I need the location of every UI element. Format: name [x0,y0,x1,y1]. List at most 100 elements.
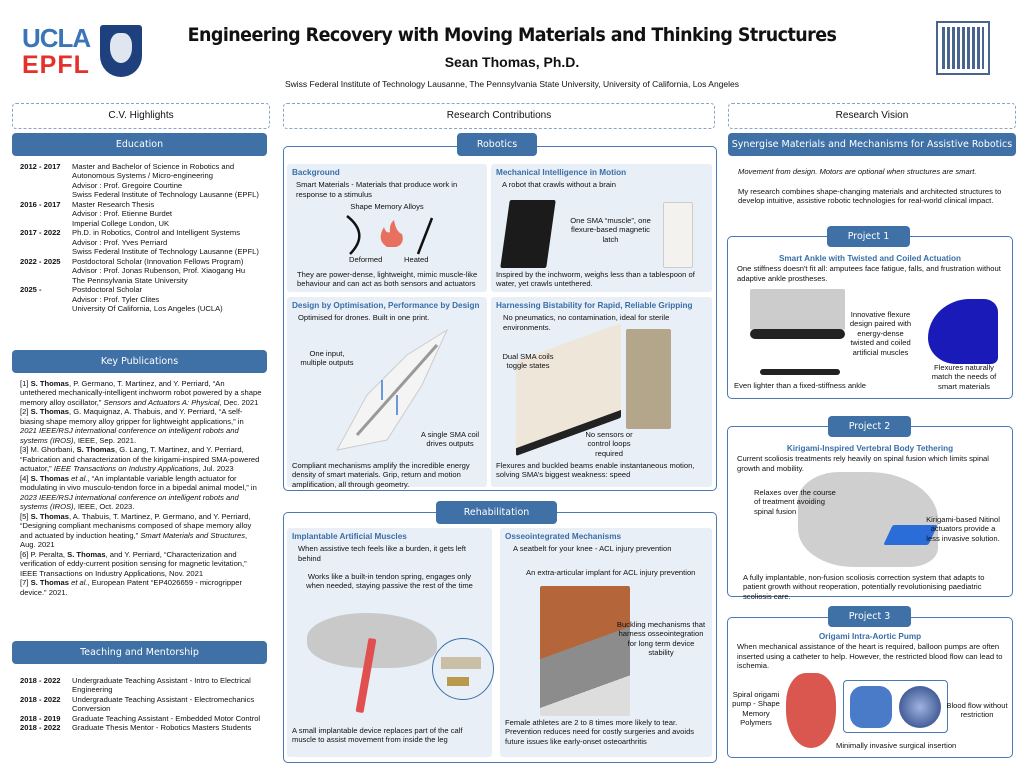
education-line: Ph.D. in Robotics, Control and Intellige… [72,228,240,238]
publication-item: [4] S. Thomas et al., “An implantable va… [20,474,262,512]
column-header-research-contributions: Research Contributions [283,103,715,129]
inchworm-robot-white-image [663,202,693,268]
teaching-text: Undergraduate Teaching Assistant - Intro… [72,676,251,695]
publication-segment: [6] P. Peralta, [20,549,68,559]
project-2-box: Kirigami-Inspired Vertebral Body Tetheri… [727,426,1013,601]
osseointegrated-panel: Osseointegrated Mechanisms A seatbelt fo… [500,528,712,757]
teaching-years: 2018 - 2022 [20,694,61,704]
publication-segment: [1] [20,379,31,388]
publication-segment: S. Thomas [30,379,69,388]
callout: A single SMA coil drives outputs [420,430,480,449]
education-line: Advisor : Prof. Jonas Rubenson, Prof. Xi… [72,266,246,276]
panel-text: A robot that crawls without a brain [502,180,616,190]
panel-text: A seatbelt for your knee - ACL injury pr… [513,544,672,554]
panel-text: When assistive tech feels like a burden,… [298,544,466,563]
teaching-entry: 2018 - 2022 Undergraduate Teaching Assist… [20,676,265,695]
publication-segment: , IEEE, Sep. 2021. [73,435,137,445]
callout: Spiral origami pump - Shape Memory Polym… [732,690,780,728]
callout: Works like a built-in tendon spring, eng… [306,572,473,591]
publication-segment: 2021 IEEE/RSJ international conference o… [20,426,239,445]
publication-segment: Sensors and Actuators A: Physical [103,397,220,407]
gripper-internal-image [626,329,671,429]
qr-code[interactable] [936,21,990,75]
robot-arm-image [540,586,630,716]
panel-footer: Flexures and buckled beams enable instan… [496,461,695,480]
rehabilitation-header: Rehabilitation [436,501,557,524]
callout: Minimally invasive surgical insertion [836,741,957,750]
teaching-years: 2018 - 2022 [20,676,61,685]
project-1-tab: Project 1 [827,226,910,247]
callout: Dual SMA coils toggle states [502,352,554,371]
teaching-header: Teaching and Mentorship [12,641,267,664]
publication-segment: , Dec. 2021 [219,397,259,407]
author-name: Sean Thomas, Ph.D. [444,54,580,70]
education-line: Advisor : Prof. Gregoire Courtine [72,180,183,190]
mechanical-intelligence-panel: Mechanical Intelligence in Motion A robo… [491,164,712,292]
vision-statement: My research combines shape-changing mate… [738,187,1002,206]
teaching-text: Graduate Teaching Assistant - Embedded M… [72,713,261,723]
publication-segment: , G. Maquignaz, A. Thabuis, and Y. Perri… [20,407,244,426]
teaching-years: 2018 - 2022 [20,723,61,733]
panel-text: Smart Materials - Materials that produce… [296,180,458,199]
heated-label: Heated [404,255,429,264]
teaching-text: Undergraduate Teaching Assistant - Elect… [72,694,255,714]
column-header-research-vision: Research Vision [728,103,1016,129]
project-title: Kirigami-Inspired Vertebral Body Tetheri… [786,444,954,453]
spine-image [798,472,938,567]
callout: Even lighter than a fixed-stiffness ankl… [734,381,866,390]
callout: Innovative flexure design paired with en… [849,310,912,357]
publication-segment: , IEEE, Oct. 2023. [73,502,135,512]
panel-footer: Female athletes are 2 to 8 times more li… [505,718,695,746]
education-line: Master Research Thesis [72,199,155,209]
education-line: The Pennsylvania State University [72,275,188,285]
callout: Buckling mechanisms that harness osseoin… [616,620,706,658]
publication-item: [2] S. Thomas, G. Maquignaz, A. Thabuis,… [20,407,262,445]
education-years: 2016 - 2017 [20,199,61,209]
education-line: Imperial College London, UK [72,218,170,228]
panel-heading: Implantable Artificial Muscles [292,532,407,541]
origami-pump-inset [843,680,948,733]
callout: One SMA “muscle”, one flexure-based magn… [570,216,651,244]
education-header: Education [12,133,267,156]
education-line: Advisor : Prof. Yves Perriard [72,237,168,247]
publication-segment: [5] [20,511,31,521]
sma-diagram [346,214,434,255]
education-years: 2012 - 2017 [20,162,61,171]
publication-segment: S. Thomas [30,511,69,521]
panel-footer: Compliant mechanisms amplify the incredi… [292,461,470,489]
vision-header: Synergise Materials and Mechanisms for A… [728,133,1016,156]
compliant-mechanism-image [336,328,449,451]
education-details: Ph.D. in Robotics, Control and Intellige… [72,228,259,256]
artificial-muscles-panel: Implantable Artificial Muscles When assi… [287,528,494,757]
education-line: Advisor : Prof. Tyler Clites [72,294,160,304]
sma-label: Shape Memory Alloys [350,202,424,212]
panel-heading: Design by Optimisation, Performance by D… [292,301,480,310]
publication-segment: , Aug. 2021 [20,530,248,550]
project-3-tab: Project 3 [828,606,911,627]
education-line: Advisor : Prof. Etienne Burdet [72,209,173,219]
project-intro: When mechanical assistance of the heart … [737,642,1003,671]
education-line: Swiss Federal Institute of Technology La… [72,190,259,200]
panel-footer: Inspired by the inchworm, weighs less th… [496,270,695,289]
publication-segment: S. Thomas [30,473,69,483]
panel-text: No pneumatics, no contamination, ideal f… [503,313,670,332]
implant-magnified-image [432,638,494,700]
publication-segment: et al. [71,473,88,483]
publication-segment: , Jul. 2023 [198,464,234,474]
publication-segment: , and Y. Perriard, “Characterization and… [20,549,247,578]
publication-segment: 2023 IEEE/RSJ international conference o… [20,492,239,512]
ankle-prosthesis-image [750,289,845,379]
callout: Flexures naturally match the needs of sm… [931,363,997,391]
robotics-header: Robotics [457,133,537,156]
panel-heading: Harnessing Bistability for Rapid, Reliab… [496,301,693,310]
pennstate-shield-logo [100,25,142,77]
project-3-box: Origami Intra-Aortic Pump When mechanica… [727,617,1013,758]
callout: Relaxes over the course of treatment avo… [754,488,836,516]
